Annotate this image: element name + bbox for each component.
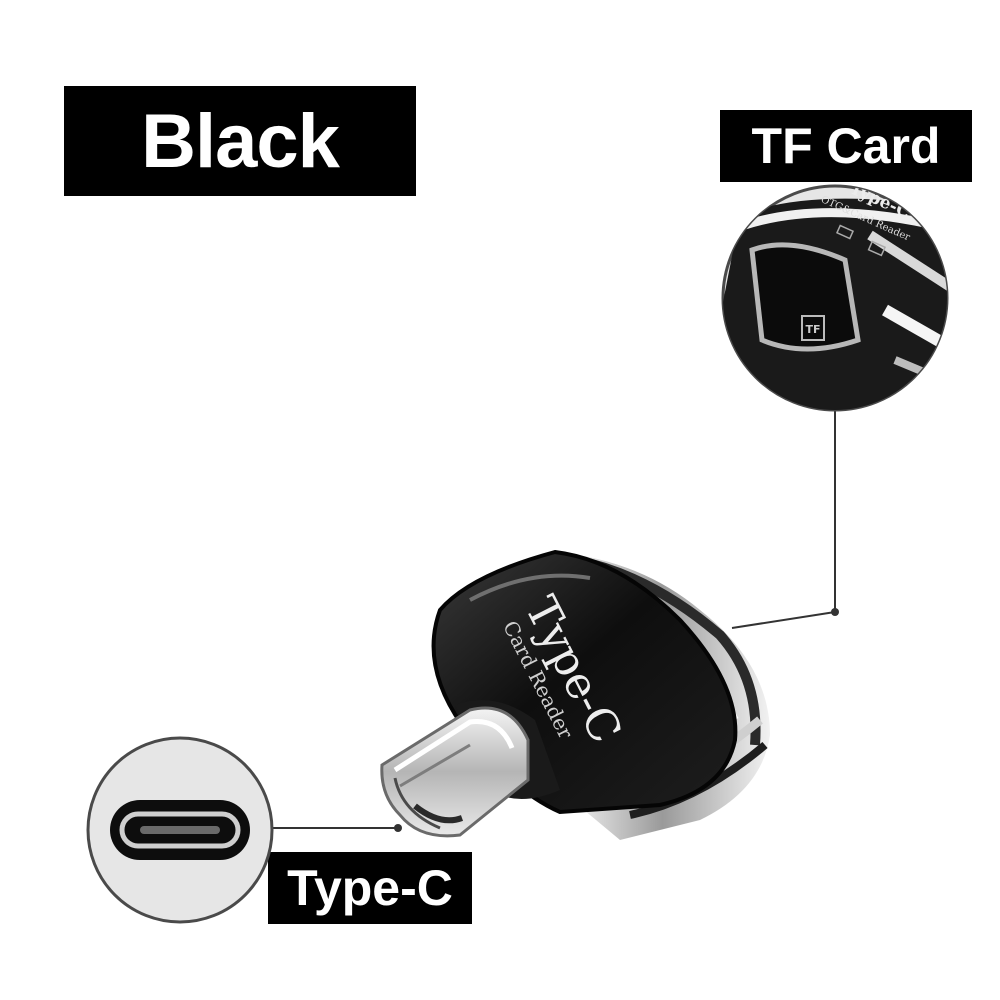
type-c-leader-line: [272, 824, 402, 832]
tf-card-zoom-callout: TF Type-C OTG&Card Reader: [721, 184, 949, 412]
type-c-plug: [380, 706, 530, 838]
type-c-zoom-callout: [86, 736, 274, 924]
tf-slot-mark: TF: [805, 323, 820, 336]
tf-card-label: TF Card: [720, 110, 972, 182]
color-label: Black: [64, 86, 416, 196]
tf-symbol-icon: [867, 240, 887, 257]
tf-card-leader-line: [731, 410, 839, 629]
type-c-label: Type-C: [268, 852, 472, 924]
tf-card-slot: TF: [749, 242, 861, 352]
usb-symbol-icon: [835, 224, 855, 240]
card-reader-device: Type-C Card Reader: [380, 549, 770, 840]
